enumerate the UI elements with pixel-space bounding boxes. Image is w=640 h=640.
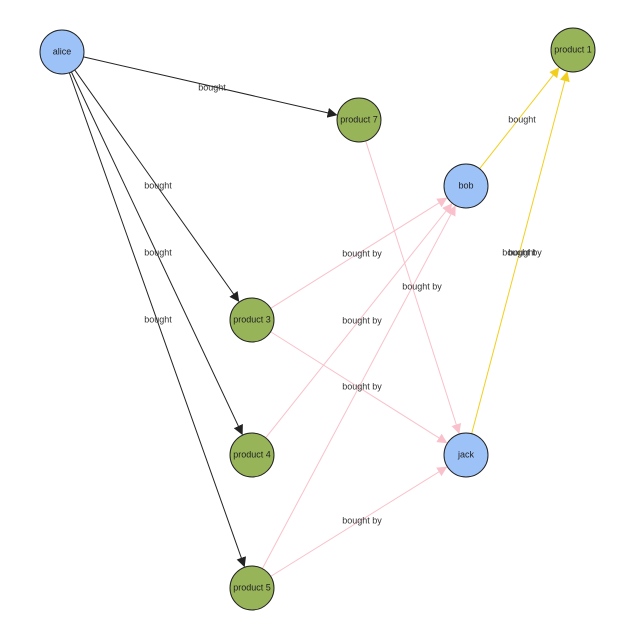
edges-layer	[68, 56, 570, 577]
edge-label-product3-jack: bought by	[342, 381, 382, 391]
edge-label-alice-product5: bought	[144, 314, 172, 324]
edge-alice-product5	[68, 72, 247, 568]
node-circle-product7[interactable]	[336, 97, 382, 143]
node-circle-product1[interactable]	[550, 27, 596, 73]
node-product5[interactable]: product 5	[229, 565, 275, 611]
edge-label-product5-jack: bought by	[342, 515, 382, 525]
node-label-jack: jack	[457, 449, 475, 459]
node-product4[interactable]: product 4	[229, 432, 275, 478]
edge-alice-product4	[70, 71, 243, 436]
edge-label-product5-bob: bought by	[502, 247, 542, 257]
edge-product3-bob	[270, 197, 448, 309]
nodes-layer: alice product 7 product 1 bob product 3 produ…	[39, 27, 596, 611]
node-label-product7: product 7	[340, 114, 378, 124]
edge-label-bob-product1: bought	[508, 114, 536, 124]
node-bob[interactable]: bob	[443, 163, 489, 209]
edge-jack-product1	[471, 71, 570, 434]
node-circle-product4[interactable]	[229, 432, 275, 478]
node-jack[interactable]: jack	[443, 432, 489, 478]
edge-label-alice-product7: bought	[198, 82, 226, 92]
node-product3[interactable]: product 3	[229, 297, 275, 343]
node-label-product5: product 5	[233, 582, 271, 592]
edge-product5-bob	[261, 205, 456, 569]
node-circle-jack[interactable]	[443, 432, 489, 478]
node-label-product4: product 4	[233, 449, 271, 459]
edge-label-alice-product4: bought	[144, 247, 172, 257]
node-label-bob: bob	[458, 180, 473, 190]
node-circle-product3[interactable]	[229, 297, 275, 343]
node-circle-bob[interactable]	[443, 163, 489, 209]
edge-product5-jack	[270, 466, 448, 577]
node-label-product1: product 1	[554, 44, 592, 54]
node-alice[interactable]: alice	[39, 29, 85, 75]
edge-alice-product7	[83, 56, 338, 118]
edge-label-alice-product3: bought	[144, 180, 172, 190]
edge-label-product7-jack: bought by	[402, 281, 442, 291]
edge-product4-bob	[265, 203, 453, 439]
edge-bob-product1	[479, 67, 560, 170]
node-product1[interactable]: product 1	[550, 27, 596, 73]
edge-label-product3-bob: bought by	[342, 248, 382, 258]
node-product7[interactable]: product 7	[336, 97, 382, 143]
node-label-product3: product 3	[233, 314, 271, 324]
node-label-alice: alice	[53, 46, 72, 56]
edge-label-jack-product1: bought	[508, 247, 536, 257]
edge-alice-product3	[74, 69, 240, 303]
edge-label-product4-bob: bought by	[342, 315, 382, 325]
node-circle-product5[interactable]	[229, 565, 275, 611]
node-circle-alice[interactable]	[39, 29, 85, 75]
